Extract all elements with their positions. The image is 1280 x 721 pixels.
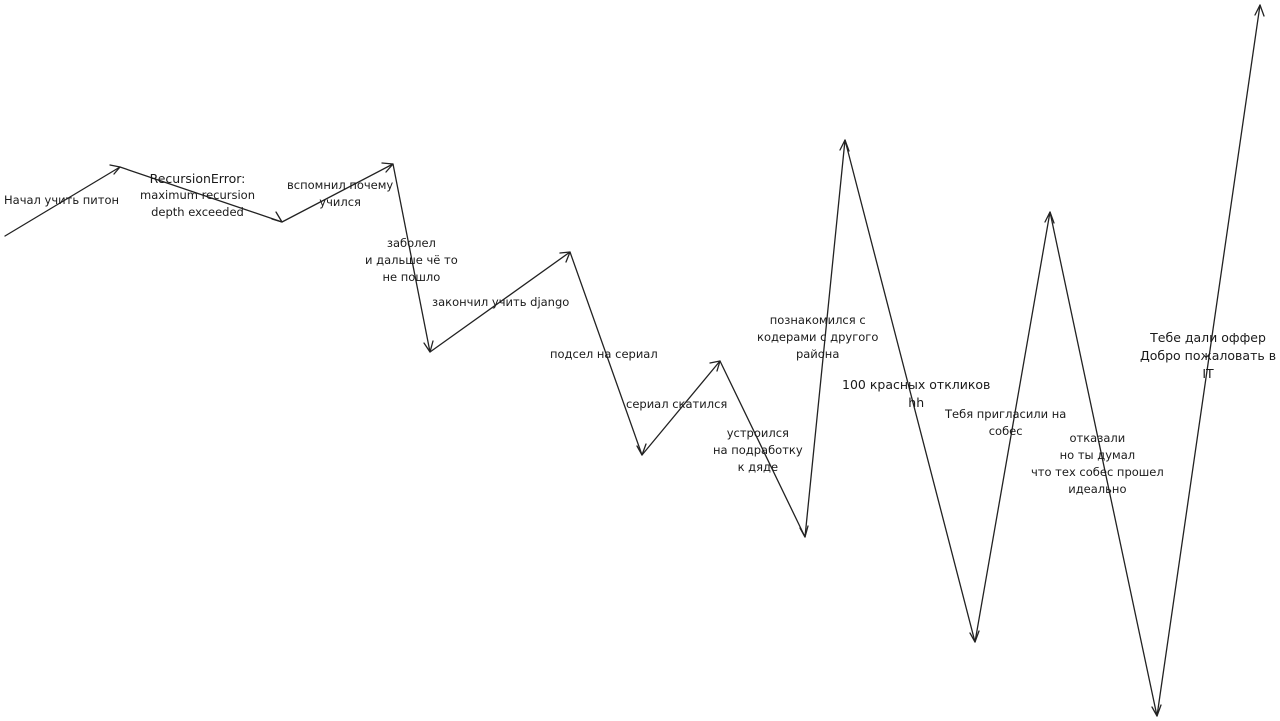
label-interview-invite: Тебя пригласили на собес [945,407,1067,438]
arrow-head [799,525,809,538]
label-met-coders: познакомился с кодерами с другого района [757,313,879,361]
arrow-head [1151,704,1162,717]
label-remembered-why: вспомнил почему учился [287,178,394,209]
journey-segment [4,4,1261,717]
label-side-job: устроился на подработку к дяде [713,426,803,474]
label-start-python: Начал учить питон [4,193,119,207]
label-tv-series: подсел на сериал [550,347,658,361]
arrow-head [1044,211,1055,224]
label-hh-rejections: 100 красных откликов hh [842,377,991,410]
arrow-head [423,340,434,353]
label-finished-django: закончил учить django [432,295,570,309]
label-job-offer: Тебе дали оффер Добро пожаловать в IT [1140,330,1277,381]
arrow-head [1254,4,1265,17]
arrow-head [271,211,283,223]
arrow-head [636,443,647,456]
arrow-head [559,251,571,263]
arrow-head [969,630,980,643]
label-series-declined: сериал скатился [626,397,728,411]
arrow-head [109,164,121,175]
label-rejected: отказали но ты думал что тех собес проше… [1031,431,1164,496]
arrow-head [381,162,394,173]
journey-path-line [4,4,1265,717]
arrow-head [709,360,721,372]
label-got-sick: заболел и дальше чё то не пошло [365,236,458,284]
arrow-head [839,139,850,152]
label-recursion-error: RecursionError: maximum recursion depth … [140,171,255,219]
